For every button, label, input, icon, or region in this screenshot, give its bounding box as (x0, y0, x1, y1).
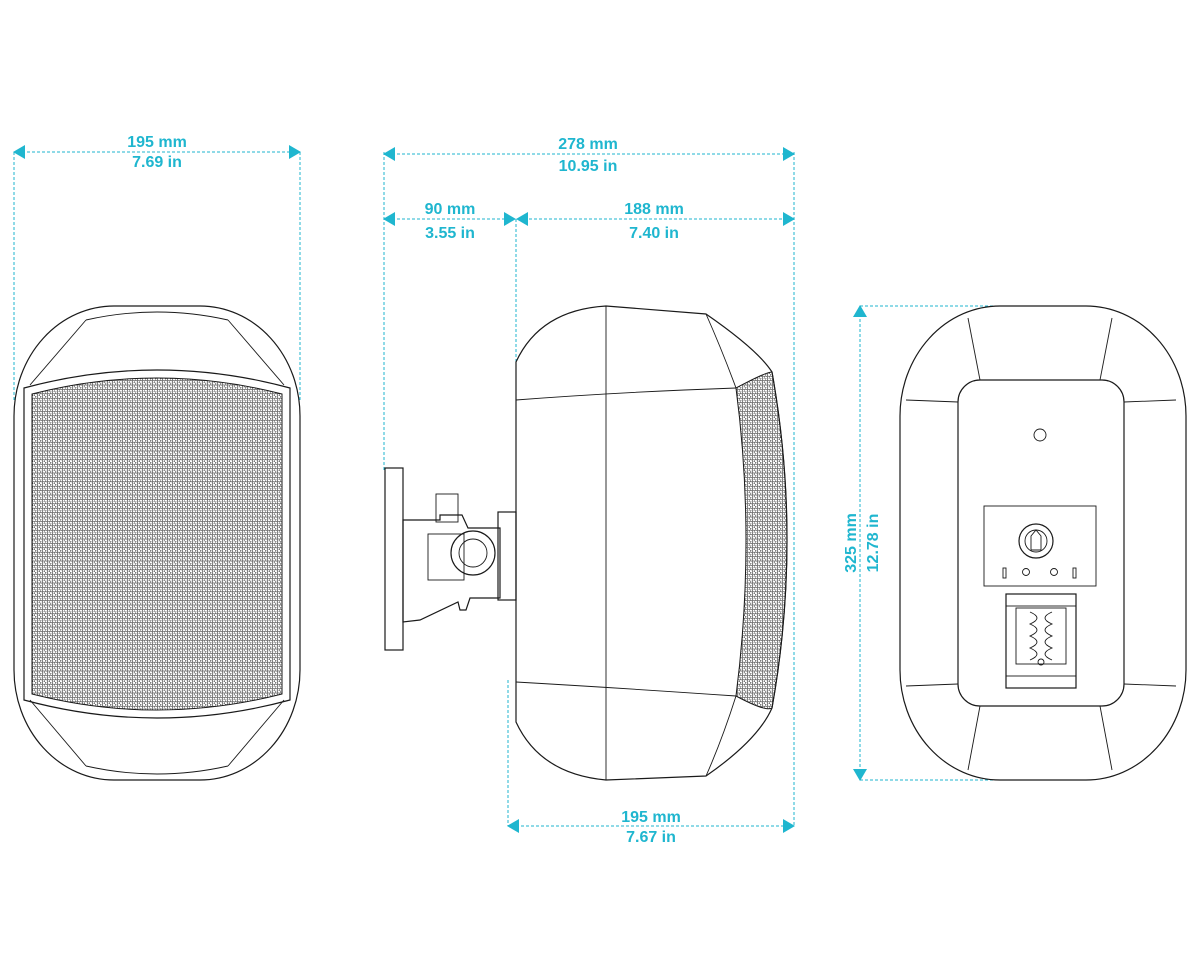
side-cabinet-depth-mm: 188 mm (624, 201, 684, 218)
front-grille (31, 377, 283, 711)
side-grille (735, 371, 788, 710)
arrow-left (13, 145, 25, 159)
rear-view: 325 mm 12.78 in (843, 305, 1187, 781)
bracket-knob (450, 530, 496, 576)
rear-height-in: 12.78 in (865, 514, 882, 573)
rear-height-mm: 325 mm (843, 513, 860, 573)
side-total-depth-in: 10.95 in (559, 158, 618, 175)
rear-shell (899, 305, 1187, 781)
tap-selector-icon (1018, 523, 1054, 559)
rear-panel (957, 379, 1125, 707)
front-grille-frame (23, 369, 291, 719)
side-view: 278 mm 10.95 in 90 mm 3.55 in 188 mm 7.4… (383, 136, 795, 846)
spring-clip-left (1028, 611, 1038, 661)
selector-plate (983, 505, 1097, 587)
arrow-right (289, 145, 301, 159)
side-total-depth-mm: 278 mm (558, 136, 618, 153)
spring-clip-right (1044, 611, 1054, 661)
side-bracket-depth-in: 3.55 in (425, 225, 475, 242)
front-shell (13, 305, 301, 781)
front-width-mm: 195 mm (127, 134, 187, 151)
wall-plate (384, 467, 404, 651)
front-view: 195 mm 7.69 in (13, 134, 301, 781)
side-bracket-depth-mm: 90 mm (425, 201, 476, 218)
front-width-in: 7.69 in (132, 154, 182, 171)
bracket-arm (402, 514, 501, 623)
side-bottom-depth-mm: 195 mm (621, 809, 681, 826)
mount-hole (1033, 428, 1047, 442)
side-cabinet-depth-in: 7.40 in (629, 225, 679, 242)
side-bottom-depth-in: 7.67 in (626, 829, 676, 846)
